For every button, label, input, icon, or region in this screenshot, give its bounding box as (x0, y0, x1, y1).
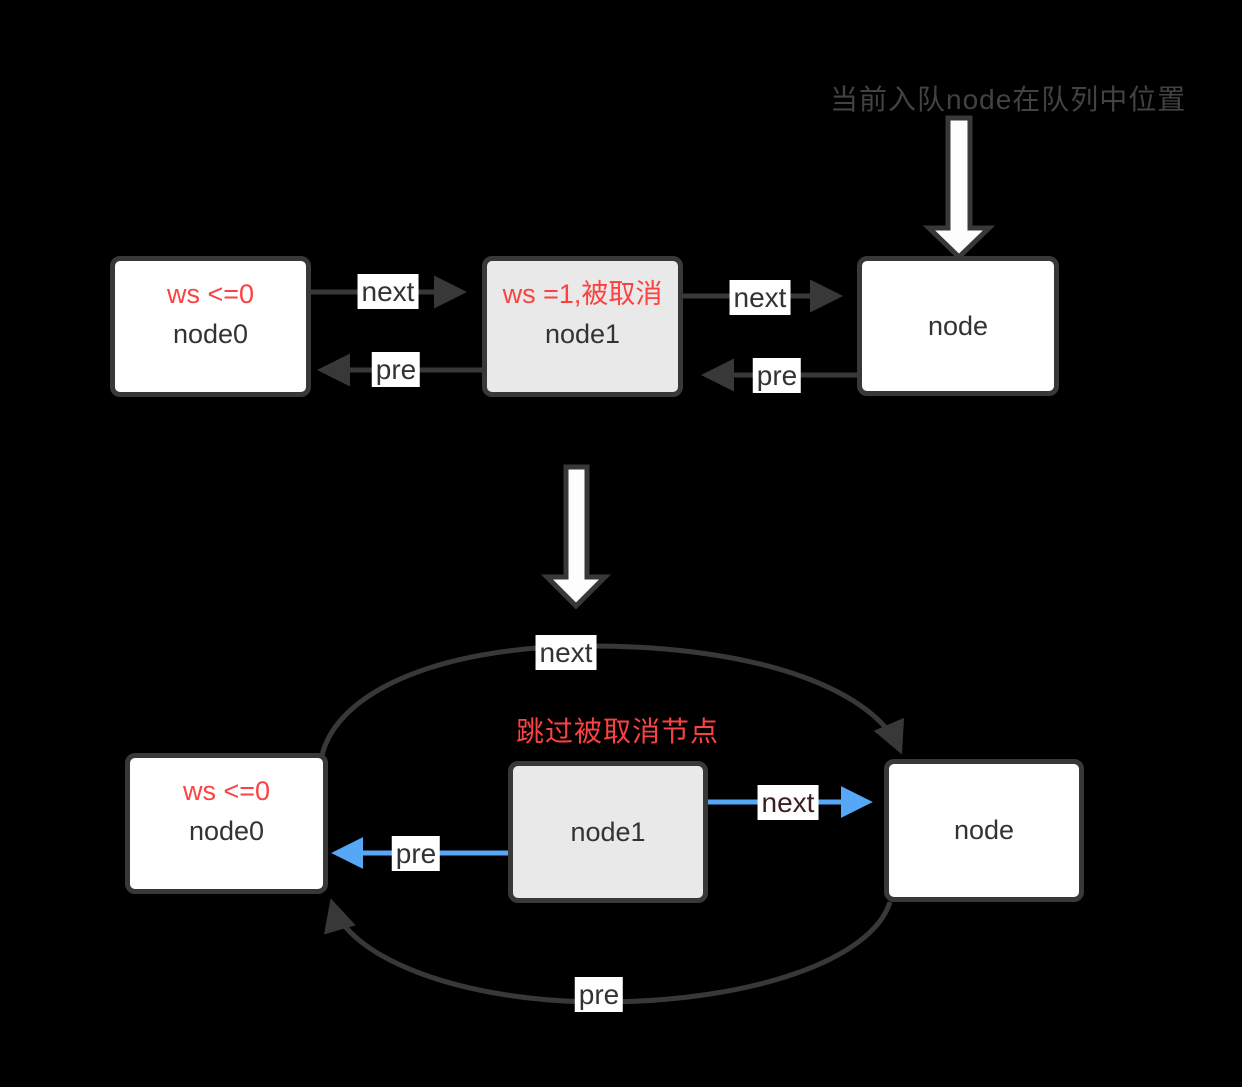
queue-position-annotation: 当前入队node在队列中位置 (830, 84, 1187, 115)
top-node-box: node (857, 256, 1059, 396)
bottom-node1-label: node1 (570, 816, 646, 847)
bottom-node-box: node (884, 759, 1084, 902)
arc-pre-label: pre (574, 977, 624, 1012)
top-node1-box: ws =1,被取消 node1 (482, 256, 683, 397)
bottom-node0-status: ws <=0 (182, 776, 271, 806)
top-pre2-label: pre (752, 358, 802, 393)
arc-next-label: next (535, 635, 597, 670)
bottom-node0-box: ws <=0 node0 (125, 753, 328, 894)
bottom-node-label: node (953, 815, 1015, 845)
bottom-node0-label: node0 (188, 816, 265, 846)
big-down-arrow-top (922, 115, 996, 261)
top-node0-status: ws <=0 (166, 279, 255, 309)
bottom-next-label: next (757, 785, 819, 820)
top-node-label: node (927, 310, 989, 341)
top-node0-box: ws <=0 node0 (110, 256, 311, 397)
skip-cancelled-annotation: 跳过被取消节点 (516, 716, 720, 747)
top-next1-label: next (357, 274, 419, 309)
top-node1-status: ws =1,被取消 (502, 279, 663, 309)
bottom-pre-label: pre (391, 836, 441, 871)
top-node0-label: node0 (172, 319, 249, 349)
bottom-node1-box: node1 (508, 761, 708, 903)
top-pre1-label: pre (371, 352, 421, 387)
top-next2-label: next (729, 280, 791, 315)
top-node1-label: node1 (544, 319, 621, 349)
big-down-arrow-middle (540, 464, 612, 610)
